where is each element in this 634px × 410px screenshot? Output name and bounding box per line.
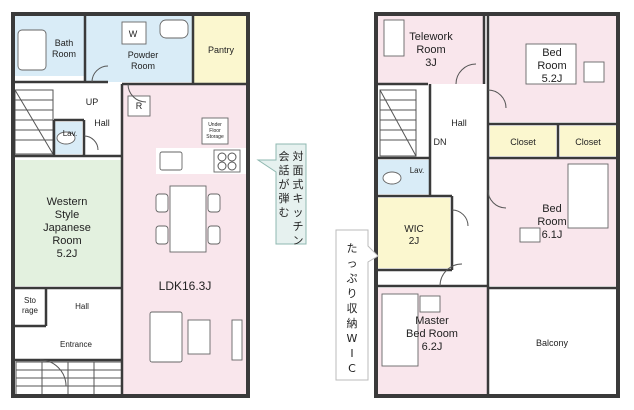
wic-callout: た っ ぷ り 収 納 W I C [335, 229, 379, 381]
bed-2-chest [519, 227, 541, 243]
dining-chair [155, 193, 169, 213]
balcony-label: Balcony [536, 338, 569, 348]
kitchen-callout-char: 弾 [279, 192, 290, 205]
wic-callout-char: っ [347, 257, 358, 270]
entrance-tiles [15, 361, 123, 397]
closet-left-area [490, 126, 556, 156]
bathtub [17, 29, 47, 71]
dining-chair [155, 225, 169, 245]
up-label: UP [86, 97, 99, 107]
lav-1-label: Lav. [63, 129, 78, 138]
tv-stand [231, 319, 243, 361]
floor-1 [11, 12, 250, 398]
kitchen-callout: 対 面 式 キ ッ チ ン 会 話 が 弾 む [256, 143, 307, 247]
ldk-label: LDK16.3J [159, 279, 212, 293]
entrance-label: Entrance [60, 340, 93, 349]
wic-callout-char: C [348, 362, 356, 375]
kitchen-callout-char: 話 [279, 163, 290, 177]
wic-area [378, 198, 450, 268]
hall-top-label: Hall [94, 118, 110, 128]
hall-bottom-label: Hall [75, 302, 89, 311]
kitchen-callout-char: チ [293, 220, 304, 233]
pantry-label: Pantry [208, 45, 235, 55]
wic-callout-char: 納 [347, 317, 358, 330]
kitchen-callout-char: が [279, 177, 290, 191]
stairs-2 [379, 89, 417, 157]
wic-callout-char: た [347, 242, 358, 255]
kitchen-callout-char: 会 [279, 150, 290, 163]
refrigerator-box [127, 95, 151, 117]
sofa [149, 311, 183, 363]
sink [159, 151, 183, 171]
bed-2 [567, 163, 609, 229]
stairs-1 [14, 89, 54, 155]
bed-1 [525, 43, 577, 85]
closet-right-label: Closet [575, 137, 601, 147]
wic-callout-char: 収 [347, 302, 358, 315]
desk [383, 19, 405, 57]
kitchen-callout-char: 対 [293, 149, 304, 163]
master-nightstand [419, 295, 441, 313]
closet-right-area [560, 126, 616, 156]
dining-chair [207, 225, 221, 245]
master-bed [381, 293, 419, 367]
refrigerator-label: R [136, 101, 143, 111]
washer-label: W [129, 29, 138, 39]
entrance-area [28, 330, 122, 360]
closet-left-label: Closet [510, 137, 536, 147]
kitchen-callout-char: 面 [293, 164, 304, 177]
dining-table [169, 185, 207, 253]
lav-2-label: Lav. [410, 166, 425, 175]
balcony-area [490, 288, 616, 396]
wic-callout-char: ぷ [347, 272, 358, 285]
stove [213, 149, 241, 173]
kitchen-callout-char: 式 [293, 178, 304, 191]
under-floor-box [201, 117, 229, 145]
dining-chair [207, 193, 221, 213]
pantry-area [193, 14, 248, 84]
kitchen-callout-char: ッ [293, 206, 304, 219]
dn-label: DN [434, 137, 447, 147]
washer-box [121, 21, 147, 45]
toilet-2 [382, 171, 402, 185]
coffee-table [187, 319, 211, 355]
kitchen-callout-char: む [279, 206, 290, 219]
washbasin [159, 19, 189, 39]
floor-1-outline [11, 12, 250, 398]
toilet-1 [56, 131, 76, 145]
wic-callout-char: り [347, 287, 358, 300]
kitchen-callout-char: ン [293, 234, 304, 247]
bed-1-nightstand [583, 61, 605, 83]
floor-2 [374, 12, 620, 398]
wic-callout-char: I [350, 347, 353, 360]
western-room-area [13, 160, 121, 286]
floor-2-outline [374, 12, 620, 398]
kitchen-callout-char: キ [293, 192, 304, 205]
hall-2-label: Hall [451, 118, 467, 128]
wic-callout-char: W [347, 332, 358, 345]
